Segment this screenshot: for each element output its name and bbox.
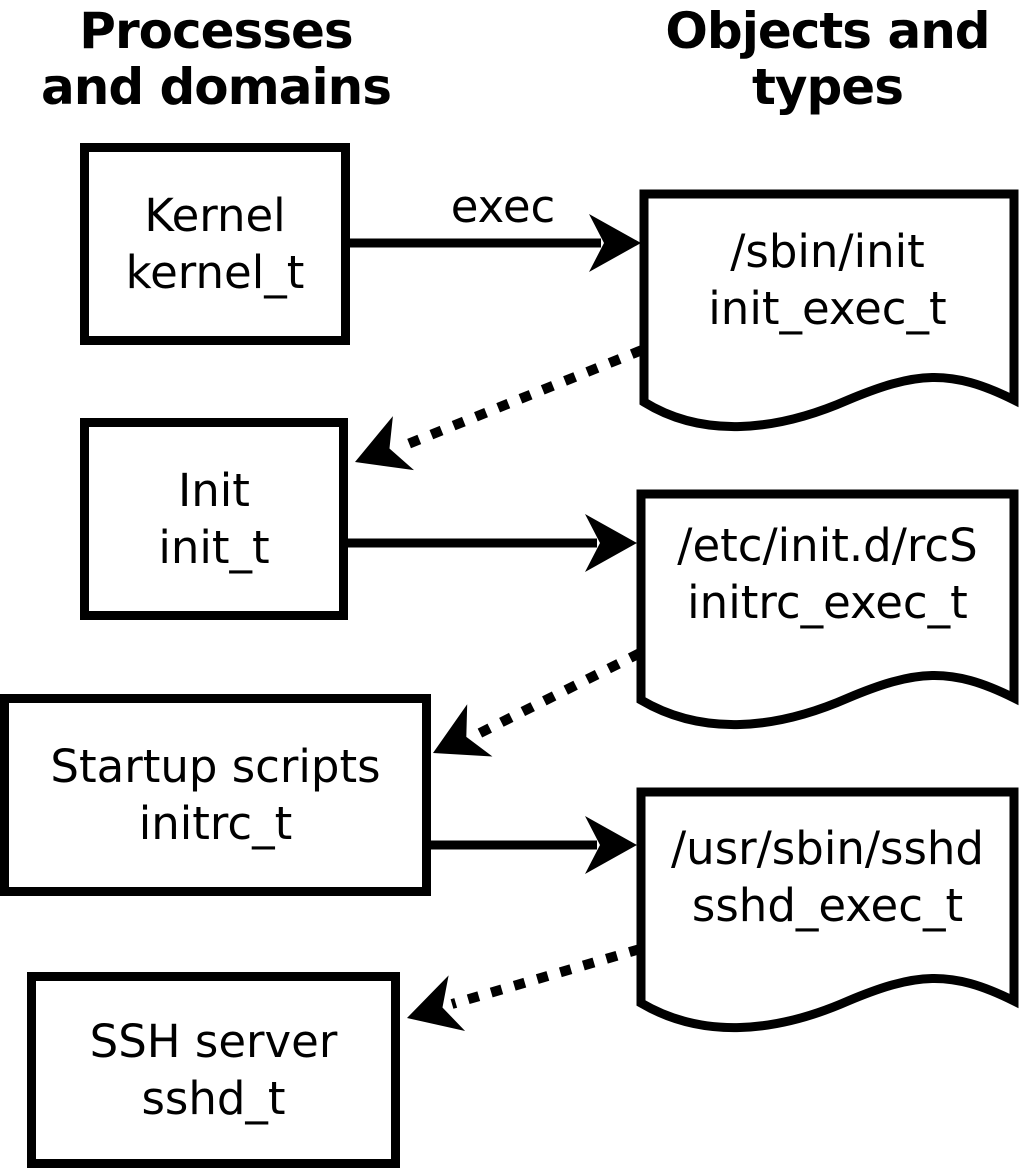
process-domain: kernel_t [125,246,305,299]
arrowhead-icon [407,975,466,1032]
arrowhead-icon [585,816,637,874]
process-name: Init [178,464,250,517]
heading-line: Processes [79,2,353,60]
process-box-init [80,418,348,620]
process-name: Kernel [144,189,286,242]
process-box-ssh-server [27,972,400,1168]
object-type: init_exec_t [708,282,947,335]
object-label-sbin-init: /sbin/init init_exec_t [641,194,1014,366]
object-path: /usr/sbin/sshd [671,821,984,875]
process-box-kernel [80,143,350,345]
heading-line: types [752,58,904,116]
process-label-startup-scripts: Startup scripts initrc_t [0,694,431,896]
exec-arrow-startup-to-sshd [431,816,637,874]
process-domain: init_t [158,521,270,574]
object-label-etc-initd-rcs: /etc/init.d/rcS initrc_exec_t [641,494,1014,654]
arrowhead-icon [589,214,641,272]
process-domain: initrc_t [138,797,293,850]
process-label-kernel: Kernel kernel_t [80,143,350,345]
process-label-init: Init init_t [80,418,348,620]
arrowhead-icon [433,704,493,757]
transition-arrow-sshd-exec-to-sshd-t [407,944,642,1032]
object-path: /sbin/init [730,225,925,278]
object-label-usr-sbin-sshd: /usr/sbin/sshd sshd_exec_t [641,792,1014,961]
arrow-label-text: exec [450,180,556,233]
object-type: initrc_exec_t [687,576,968,629]
heading-line: and domains [40,58,392,116]
heading-line: Objects and [665,2,990,60]
column-heading-objects: Objects and types [640,3,1015,115]
column-heading-processes: Processes and domains [0,3,432,115]
process-domain: sshd_t [141,1072,286,1125]
arrowhead-icon [355,416,414,471]
object-type: sshd_exec_t [691,878,964,932]
transition-arrow-init-exec-to-init-t [355,345,644,471]
transition-arrow-initrc-exec-to-initrc-t [433,648,643,757]
process-label-ssh-server: SSH server sshd_t [27,972,400,1168]
object-path: /etc/init.d/rcS [677,519,978,572]
arrowhead-icon [585,514,637,572]
exec-arrow-init-to-rcs [348,514,637,572]
process-name: SSH server [89,1015,338,1068]
exec-arrow-label: exec [440,183,566,231]
process-box-startup-scripts [0,694,431,896]
process-name: Startup scripts [50,740,381,793]
